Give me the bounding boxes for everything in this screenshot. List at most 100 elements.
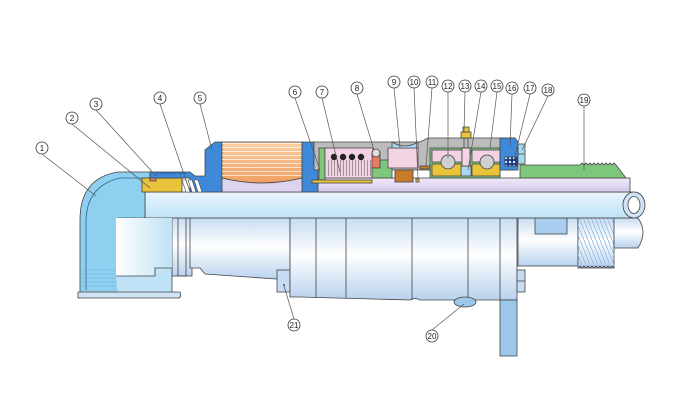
callout-number: 9 [392,78,397,87]
callout-7: 7 [315,85,341,173]
key-10 [415,178,420,183]
callout-11: 11 [425,75,439,167]
callout-number: 21 [290,321,299,330]
callout-circle [541,83,555,97]
lower-body [171,217,644,357]
callout-19: 19 [577,93,591,170]
callout-number: 10 [410,78,419,87]
callout-13: 13 [458,79,472,133]
callout-leader-line [41,153,97,197]
callout-number: 11 [428,78,437,87]
callout-circle [441,79,455,93]
callout-circle [407,75,421,89]
callout-circle [387,75,401,89]
callout-leader-line [393,87,401,149]
callout-circle [350,81,364,95]
callout-circle [523,81,537,95]
flange [499,217,518,301]
spacer-14 [460,165,472,177]
callout-number: 7 [320,88,325,97]
callout-circle [474,79,488,93]
callout-4: 4 [153,91,189,187]
callout-number: 1 [40,144,45,153]
bronze-bushing [394,169,414,183]
callout-18: 18 [521,83,555,151]
callout-leader-line [431,303,465,331]
callout-17: 17 [513,81,537,161]
callout-3: 3 [89,97,157,177]
callout-number: 14 [477,82,486,91]
callout-circle [89,97,103,111]
callout-circle [35,141,49,155]
ring-11 [419,165,431,170]
main-barrel [289,217,516,301]
callout-leader-line [294,97,321,171]
callout-21: 21 [283,285,301,332]
callout-number: 18 [544,86,553,95]
drain-boss-20 [453,296,477,308]
knitted-seal-17 [504,156,518,167]
callout-leader-line [509,93,513,147]
plug-21 [276,269,291,293]
callout-circle [153,91,167,105]
callout-number: 5 [198,94,203,103]
anti-rotation-arm [499,299,518,357]
elbow-bore [116,218,172,276]
callout-circle [458,79,472,93]
seal-ring-6 [318,147,326,181]
elbow-1 [77,171,182,299]
callout-20: 20 [425,303,465,343]
callout-leader-line [159,103,189,187]
seal-seat-9 [387,147,419,169]
callout-number: 17 [526,84,535,93]
callout-leader-line [321,97,341,173]
callout-8: 8 [350,81,375,151]
callout-10: 10 [407,75,421,179]
callout-1: 1 [35,141,97,197]
callout-12: 12 [441,79,455,158]
rotor-thread-19 [519,162,627,179]
tapered-housing [189,217,291,281]
callout-leader-line [463,91,466,133]
callout-circle [425,75,439,89]
callout-6: 6 [288,85,321,171]
callout-number: 3 [94,100,99,109]
callout-circle [65,111,79,125]
callout-circle [193,91,207,105]
callout-circle [287,318,301,332]
siphon-pipe-exterior [613,217,644,249]
upper-section [141,126,631,193]
callout-circle [425,329,439,343]
gland-2 [141,177,183,193]
callout-number: 20 [428,332,437,341]
callout-circle [288,85,302,99]
callout-9: 9 [387,75,401,149]
callout-circle [577,93,591,107]
elbow-neck [171,217,193,277]
siphon-pipe-body [144,191,634,219]
callout-number: 2 [70,114,75,123]
callout-leader-line [467,91,482,171]
callout-leader-line [521,95,549,151]
bearing-ball-12b [479,154,495,170]
callout-number: 4 [158,94,163,103]
callout-leader-line [283,285,295,320]
callout-14: 14 [467,79,488,171]
grease-nipple-13 [460,126,472,148]
callout-circle [490,79,504,93]
callout-circle [315,85,329,99]
callout-number: 13 [461,82,470,91]
callout-circle [505,81,519,95]
callout-leader-line [71,123,151,189]
callout-number: 15 [493,82,502,91]
callout-number: 16 [508,84,517,93]
callout-leader-line [199,103,213,151]
callout-leader-line [425,87,433,167]
callout-number: 8 [355,84,360,93]
siphon-pipe [144,191,646,219]
callout-number: 6 [293,88,298,97]
callout-leader-line [95,109,157,177]
callout-5: 5 [193,91,213,151]
